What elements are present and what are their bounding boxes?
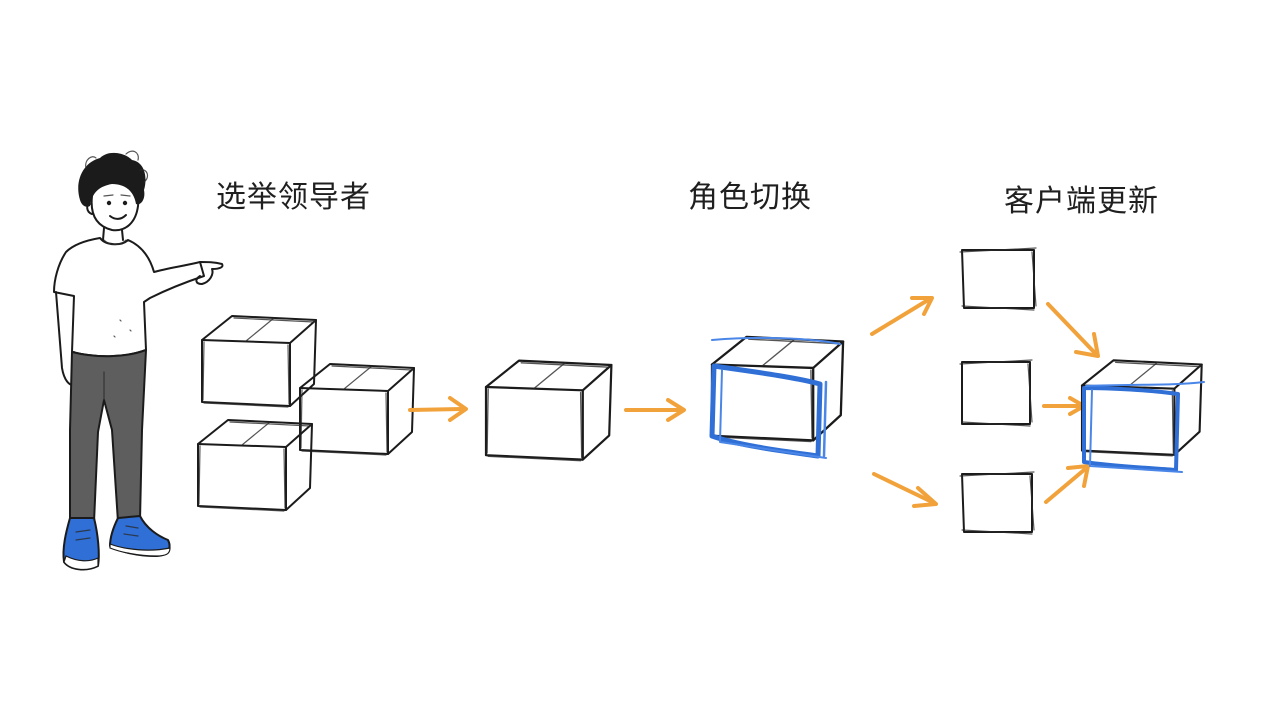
stage-1-boxes — [197, 315, 415, 512]
arrow-right-icon — [624, 398, 686, 422]
arrow-down-right-icon — [1046, 302, 1100, 358]
person-pointing-illustration — [53, 150, 224, 571]
person-pants — [69, 349, 147, 523]
stage-label-elect-leader: 选举领导者 — [216, 180, 371, 215]
arrow-right-icon — [408, 396, 468, 422]
stage-label-role-switch: 角色切换 — [688, 180, 812, 215]
square-node-icon — [959, 247, 1037, 311]
leader-box-icon — [484, 359, 613, 462]
role-switch-box-icon — [709, 335, 845, 459]
square-node-icon — [959, 471, 1035, 535]
person-shirt — [53, 237, 205, 358]
arrow-down-right-icon — [872, 472, 938, 508]
square-node-icon — [959, 359, 1033, 427]
person-hair — [78, 152, 146, 207]
client-box-icon — [1080, 359, 1205, 473]
box-icon — [299, 363, 415, 456]
box-icon — [197, 419, 313, 512]
stage-label-client-update: 客户端更新 — [1004, 184, 1159, 219]
arrow-up-right-icon — [1044, 464, 1090, 504]
arrow-up-right-icon — [870, 296, 934, 336]
person-face — [90, 187, 140, 232]
box-icon — [201, 315, 317, 408]
arrow-right-icon — [1042, 396, 1086, 416]
